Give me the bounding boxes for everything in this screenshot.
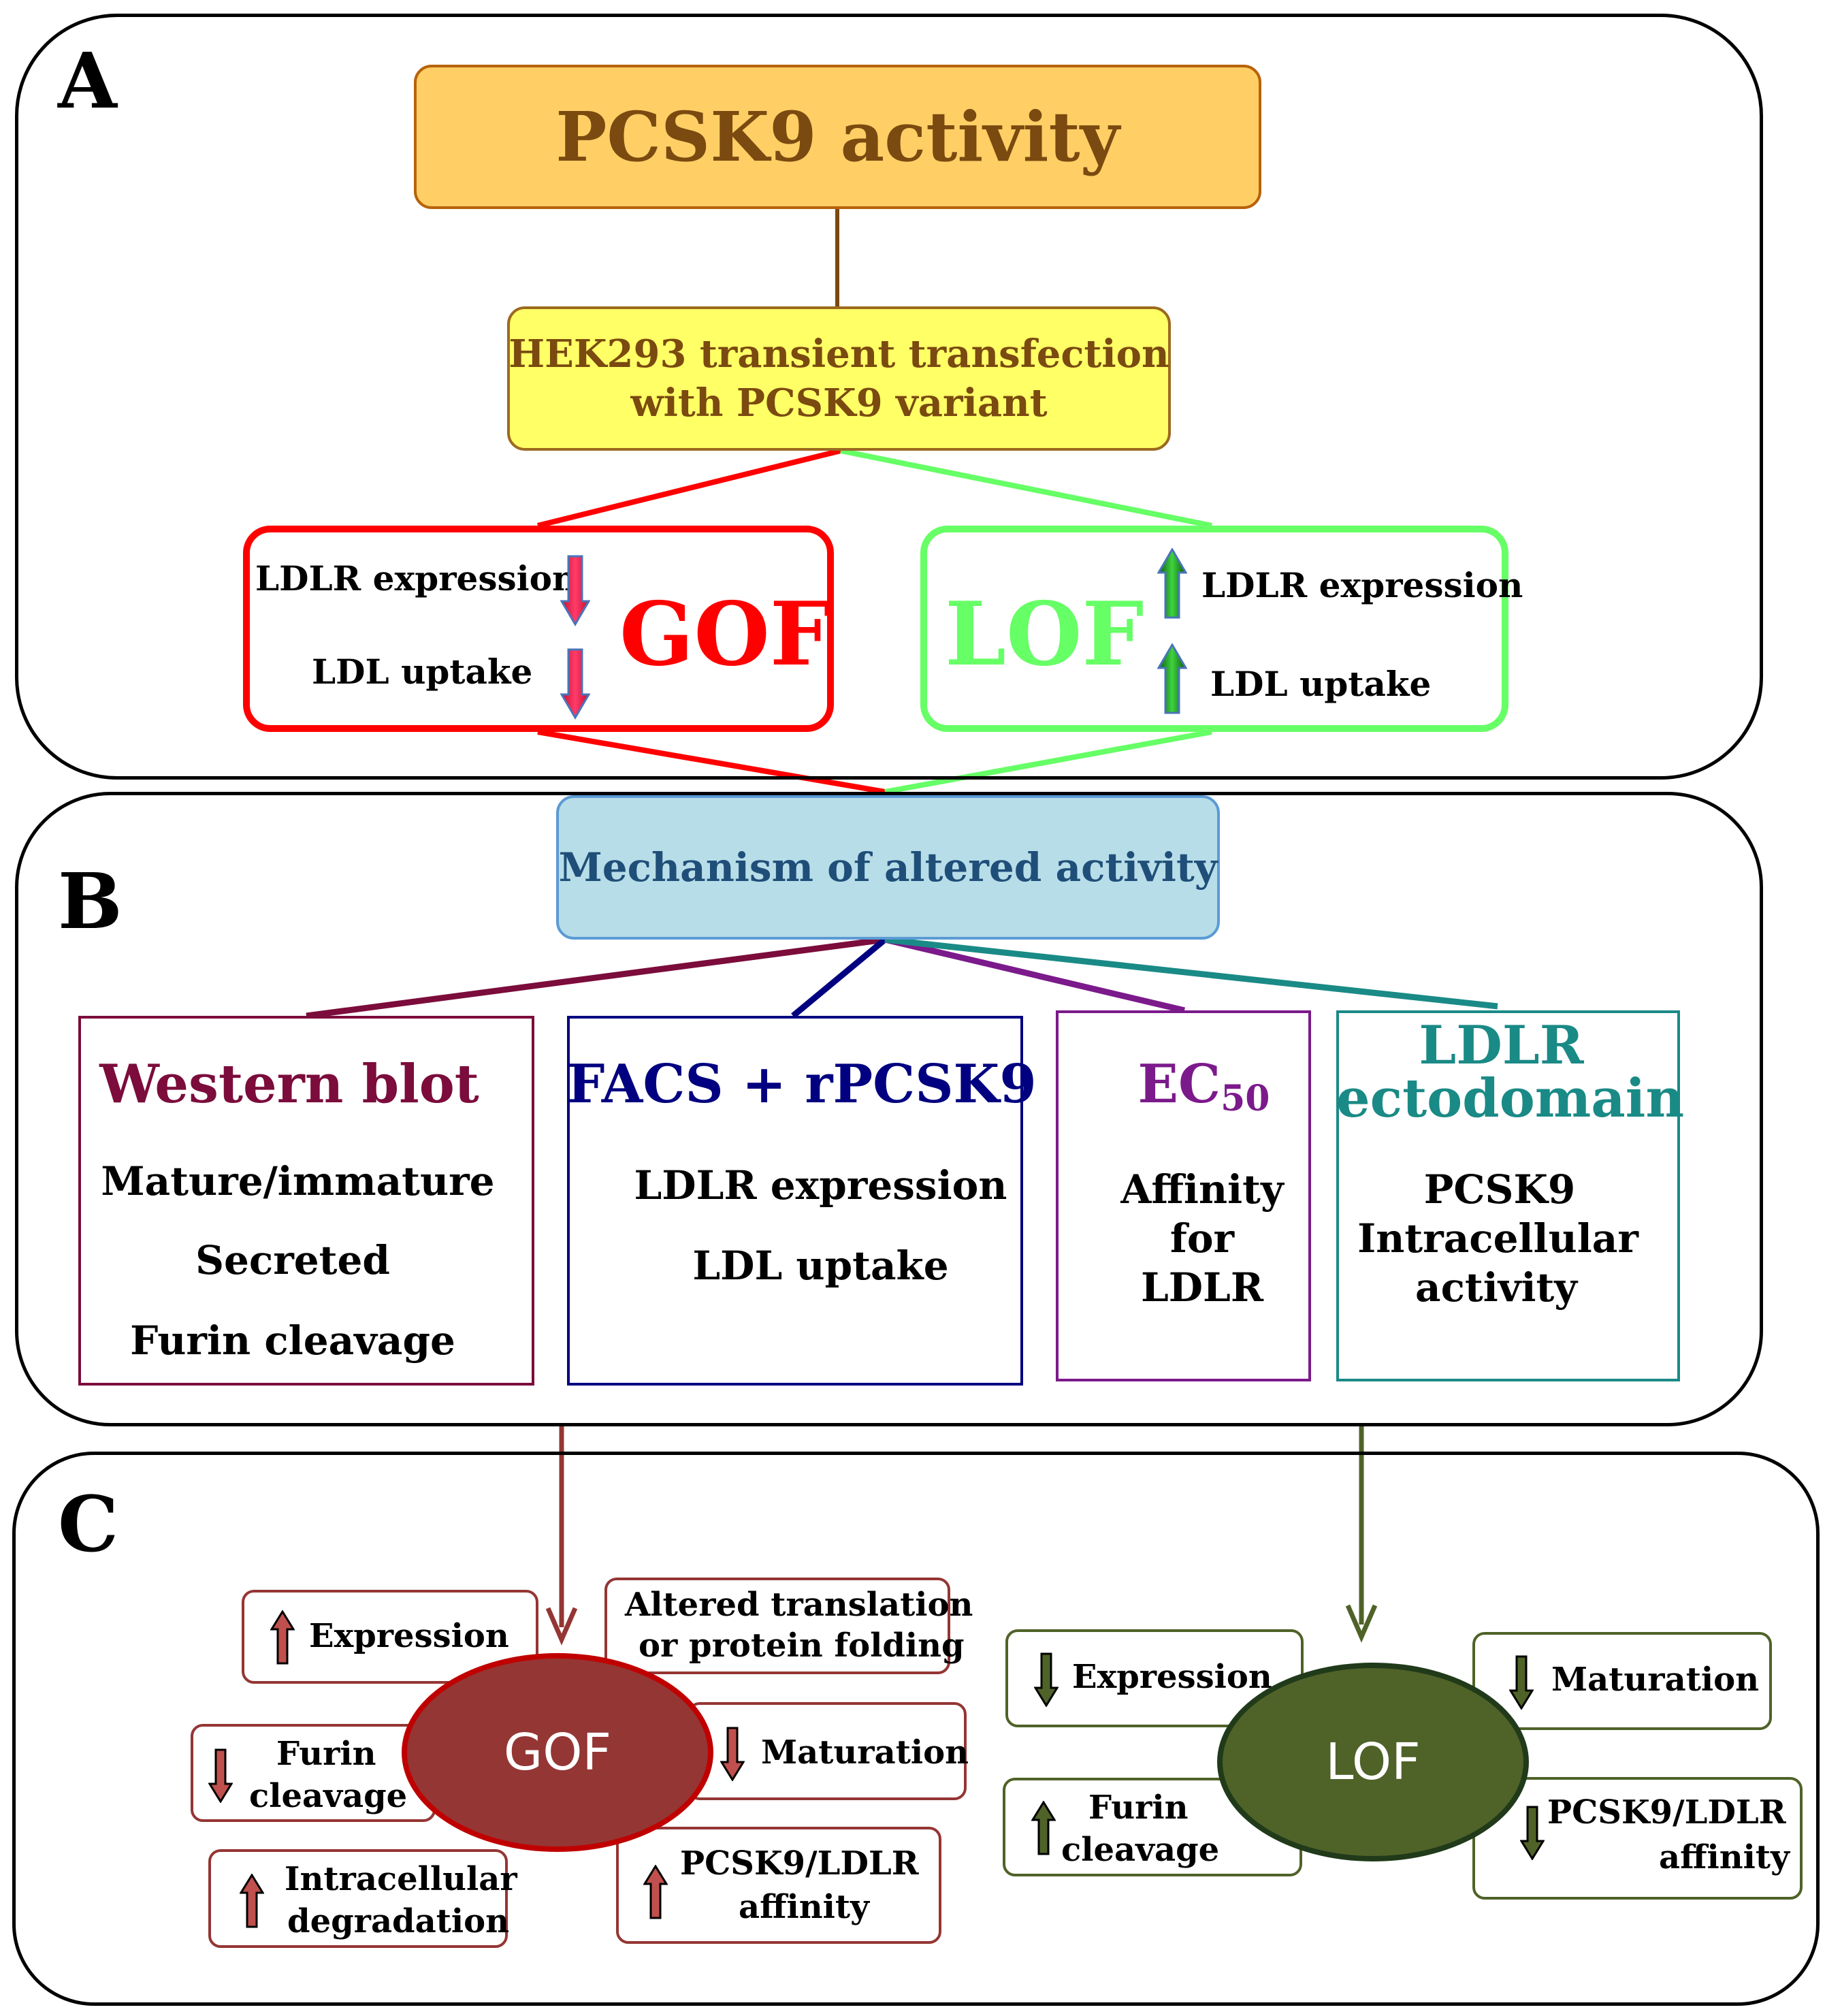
gof-degradation-line-1: Intracellular	[285, 1860, 517, 1898]
gof-furin-down-arrow-icon	[208, 1748, 233, 1803]
lof-tag-expression: Expression	[1005, 1629, 1304, 1727]
gof-furin-line-1: Furin	[276, 1735, 376, 1773]
lof-center-oval: LOF	[1217, 1663, 1529, 1861]
gof-expression-up-arrow-icon	[270, 1610, 295, 1665]
arrowhead-to-lof-oval	[1345, 1604, 1378, 1643]
gof-maturation-down-arrow-icon	[720, 1727, 745, 1781]
lof-tag-maturation: Maturation	[1472, 1632, 1772, 1730]
lof-furin-up-arrow-icon	[1031, 1801, 1056, 1855]
arrowhead-to-gof-oval	[545, 1607, 578, 1646]
lof-ldl-uptake-label: LDL uptake	[1210, 664, 1432, 704]
gof-outcome-title: GOF	[619, 583, 832, 686]
assay-facs-title: FACS + rPCSK9	[567, 1053, 1037, 1115]
pcsk9-activity-box: PCSK9 activity	[414, 65, 1261, 209]
assay-facs-box	[567, 1016, 1023, 1386]
lof-maturation-label: Maturation	[1551, 1661, 1760, 1699]
assay-western-item-1: Mature/immature	[101, 1158, 495, 1204]
assay-ectodomain-title-line-2: ectodomain	[1336, 1068, 1685, 1130]
connector-to-ectodomain	[884, 936, 1498, 1010]
gof-altered-translation-line-1: Altered translation	[625, 1586, 973, 1624]
lof-outcome-box	[920, 526, 1508, 732]
assay-ec50-title: EC50	[1056, 1054, 1352, 1130]
connector-lof-to-mechanism	[884, 729, 1212, 795]
method-line-1: HEK293 transient transfection	[508, 332, 1169, 377]
mechanism-box: Mechanism of altered activity	[556, 795, 1220, 940]
gof-degradation-up-arrow-icon	[240, 1874, 264, 1928]
gof-maturation-label: Maturation	[761, 1733, 969, 1772]
lof-affinity-down-arrow-icon	[1520, 1806, 1545, 1860]
panel-c	[12, 1452, 1820, 2006]
assay-ec50-title-main: EC	[1137, 1053, 1221, 1115]
mechanism-title: Mechanism of altered activity	[558, 844, 1218, 891]
lof-maturation-down-arrow-icon	[1509, 1655, 1534, 1710]
connector-method-to-gof	[537, 448, 841, 528]
gof-tag-intracellular-degradation: Intracellular degradation	[208, 1849, 517, 1948]
gof-ldlr-expression-down-arrow-icon	[560, 555, 590, 626]
gof-affinity-up-arrow-icon	[643, 1865, 668, 1919]
pcsk9-activity-title: PCSK9 activity	[555, 97, 1120, 177]
gof-ldl-uptake-down-arrow-icon	[560, 648, 590, 720]
method-line-2: with PCSK9 variant	[630, 381, 1048, 426]
assay-western-item-2: Secreted	[195, 1237, 390, 1283]
assay-ec50-item-1: Affinity	[1120, 1166, 1284, 1213]
lof-outcome-title: LOF	[945, 583, 1144, 686]
assay-ectodomain-item-2: Intracellular	[1357, 1215, 1638, 1262]
gof-altered-translation-line-2: or protein folding	[639, 1627, 965, 1665]
panel-c-label: C	[58, 1480, 119, 1569]
lof-ldlr-expression-up-arrow-icon	[1157, 548, 1187, 619]
assay-facs-item-2: LDL uptake	[692, 1243, 949, 1289]
assay-ectodomain-title-line-1: LDLR	[1419, 1014, 1584, 1076]
assay-ec50-item-3: LDLR	[1140, 1264, 1264, 1311]
connector-to-western	[306, 936, 886, 1019]
gof-ldl-uptake-label: LDL uptake	[312, 652, 533, 692]
gof-tag-furin-cleavage: Furin cleavage	[191, 1724, 436, 1822]
assay-western-item-3: Furin cleavage	[130, 1317, 455, 1364]
assay-ec50-box	[1056, 1010, 1311, 1381]
lof-ldlr-expression-label: LDLR expression	[1201, 565, 1523, 605]
connector-method-to-lof	[840, 448, 1212, 528]
gof-tag-altered-translation: Altered translation or protein folding	[604, 1578, 973, 1674]
hek293-method-box: HEK293 transient transfection with PCSK9…	[507, 306, 1171, 451]
lof-ldl-uptake-up-arrow-icon	[1157, 643, 1187, 714]
assay-ectodomain-item-3: activity	[1415, 1264, 1577, 1311]
gof-affinity-line-1: PCSK9/LDLR	[680, 1844, 919, 1883]
panel-b-label: B	[58, 857, 123, 946]
gof-affinity-line-2: affinity	[739, 1888, 869, 1926]
lof-expression-label: Expression	[1072, 1658, 1272, 1696]
lof-furin-line-2: cleavage	[1061, 1831, 1220, 1869]
assay-ectodomain-box	[1336, 1010, 1680, 1381]
lof-tag-pcsk9-ldlr-affinity: PCSK9/LDLR affinity	[1472, 1777, 1803, 1900]
gof-center-oval: GOF	[402, 1653, 713, 1852]
lof-expression-down-arrow-icon	[1034, 1652, 1059, 1707]
connector-gof-to-mechanism	[537, 729, 886, 795]
assay-facs-item-1: LDLR expression	[634, 1162, 1007, 1209]
gof-furin-line-2: cleavage	[249, 1777, 408, 1815]
assay-western-blot-title: Western blot	[99, 1053, 479, 1115]
panel-a-label: A	[58, 37, 117, 126]
assay-ec50-item-2: for	[1169, 1215, 1235, 1262]
gof-outcome-box	[243, 526, 834, 732]
lof-affinity-line-2: affinity	[1659, 1838, 1790, 1876]
gof-expression-label: Expression	[309, 1617, 509, 1655]
panel-a	[15, 14, 1763, 780]
panel-b	[15, 792, 1763, 1426]
gof-tag-maturation: Maturation	[688, 1702, 969, 1800]
assay-ectodomain-item-1: PCSK9	[1423, 1166, 1576, 1213]
assay-ec50-title-subscript: 50	[1221, 1078, 1270, 1119]
gof-tag-pcsk9-ldlr-affinity: PCSK9/LDLR affinity	[616, 1827, 941, 1944]
assay-western-blot-box	[78, 1016, 534, 1386]
gof-degradation-line-2: degradation	[287, 1902, 510, 1940]
lof-affinity-line-1: PCSK9/LDLR	[1547, 1793, 1786, 1831]
connector-to-facs	[791, 937, 887, 1019]
connector-to-ec50	[884, 936, 1186, 1014]
lof-furin-line-1: Furin	[1088, 1789, 1189, 1827]
gof-ldlr-expression-label: LDLR expression	[255, 558, 577, 598]
